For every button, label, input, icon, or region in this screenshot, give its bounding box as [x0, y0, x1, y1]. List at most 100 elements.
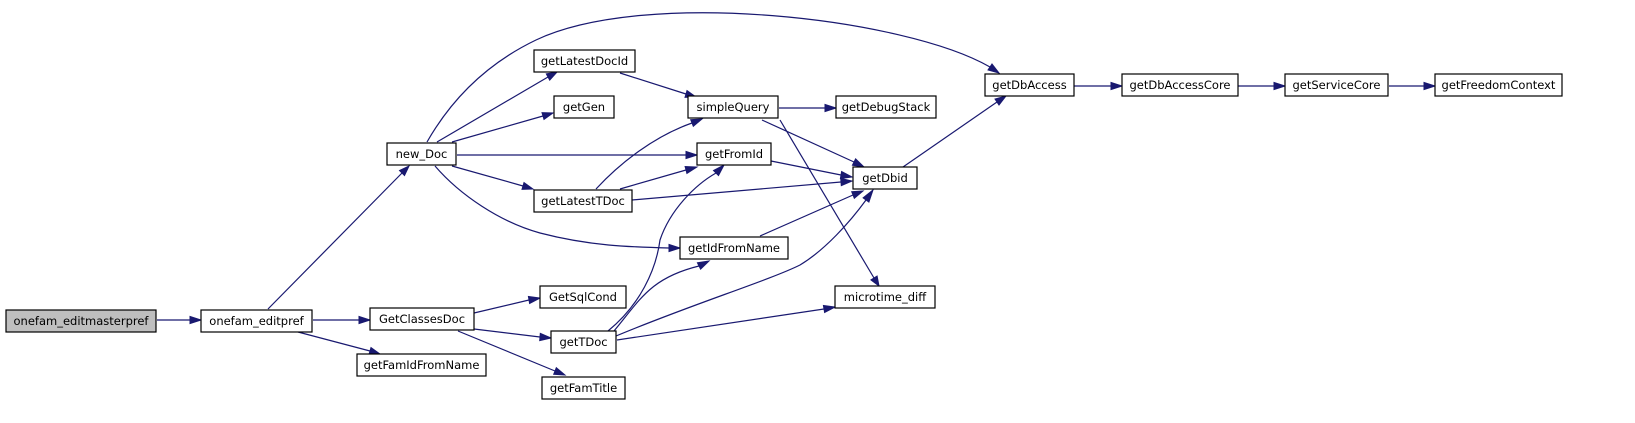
- node-label: getLatestDocId: [541, 54, 628, 68]
- edge-arrowhead: [1110, 81, 1124, 91]
- node-label: getDbid: [862, 171, 908, 185]
- node-box: [834, 285, 936, 309]
- node-box: [696, 142, 772, 166]
- node-box: [550, 330, 617, 354]
- edge-getLatestTDoc-to-simpleQuery: [595, 118, 704, 190]
- node-new_Doc[interactable]: new_Doc: [386, 142, 457, 166]
- edge-new_Doc-to-getGen: [451, 112, 555, 143]
- edge-arrowhead: [987, 63, 1001, 74]
- edge-getTDoc-to-getDbid: [615, 188, 875, 337]
- edge-arrowhead: [541, 112, 555, 121]
- edge-GetClassesDoc-to-getTDoc: [473, 328, 553, 342]
- node-box: [1284, 73, 1389, 97]
- node-label: new_Doc: [396, 147, 448, 161]
- node-box: [539, 285, 627, 309]
- edge-arrowhead: [685, 150, 699, 160]
- edge-getDbAccess-to-getDbAccessCore: [1074, 81, 1124, 91]
- edge-line: [631, 181, 842, 201]
- edge-arrowhead: [712, 163, 726, 177]
- edge-arrowhead: [189, 315, 203, 325]
- node-label: getGen: [563, 100, 605, 114]
- edge-line: [436, 76, 549, 143]
- edge-line: [451, 115, 544, 143]
- edge-line: [616, 308, 825, 341]
- edge-new_Doc-to-getFromId: [457, 150, 699, 160]
- node-getServiceCore[interactable]: getServiceCore: [1284, 73, 1389, 97]
- edge-arrowhead: [545, 71, 559, 81]
- node-label: getDbAccessCore: [1129, 78, 1230, 92]
- edge-arrowhead: [684, 165, 699, 175]
- node-GetClassesDoc[interactable]: GetClassesDoc: [369, 307, 475, 331]
- edge-getTDoc-to-getIdFromName: [613, 260, 711, 332]
- node-getFamIdFromName[interactable]: getFamIdFromName: [356, 353, 487, 377]
- edge-arrowhead: [358, 315, 372, 325]
- edge-line: [297, 331, 371, 352]
- node-label: microtime_diff: [844, 290, 927, 304]
- edge-line: [607, 172, 717, 332]
- edge-new_Doc-to-getLatestTDoc: [451, 165, 535, 190]
- node-microtime_diff[interactable]: microtime_diff: [834, 285, 936, 309]
- node-getGen[interactable]: getGen: [553, 95, 615, 119]
- edge-line: [473, 328, 541, 338]
- edge-GetClassesDoc-to-getFamTitle: [457, 330, 567, 376]
- node-label: getFromId: [705, 147, 763, 161]
- edge-line: [451, 165, 524, 187]
- node-getLatestDocId[interactable]: getLatestDocId: [533, 49, 636, 73]
- edge-arrowhead: [696, 260, 711, 271]
- edge-new_Doc-to-getLatestDocId: [436, 71, 559, 143]
- edge-onefam_editpref-to-getFamIdFromName: [297, 331, 382, 355]
- edge-arrowhead: [1273, 81, 1287, 91]
- node-onefam_editmasterpref: onefam_editmasterpref: [5, 309, 157, 333]
- edge-line: [595, 122, 693, 190]
- edge-getServiceCore-to-getFreedomContext: [1389, 81, 1437, 91]
- node-getFreedomContext[interactable]: getFreedomContext: [1434, 73, 1563, 97]
- edge-new_Doc-to-getIdFromName: [434, 165, 682, 253]
- node-box: [200, 309, 313, 333]
- edge-line: [434, 165, 670, 249]
- node-box: [1434, 73, 1563, 97]
- edge-line: [615, 199, 867, 337]
- node-label: getFreedomContext: [1442, 78, 1556, 92]
- node-label: onefam_editpref: [209, 314, 304, 328]
- node-label: getFamIdFromName: [364, 358, 480, 372]
- node-getDbAccess[interactable]: getDbAccess: [984, 73, 1075, 97]
- edge-arrowhead: [994, 95, 1008, 106]
- node-getDbid[interactable]: getDbid: [852, 166, 918, 190]
- edge-arrowhead: [839, 170, 854, 180]
- edges-layer: [157, 12, 1437, 376]
- node-getDbAccessCore[interactable]: getDbAccessCore: [1121, 73, 1239, 97]
- edge-getDbid-to-getDbAccess: [902, 95, 1008, 168]
- edge-line: [426, 12, 991, 143]
- node-label: getLatestTDoc: [541, 194, 625, 208]
- node-label: getServiceCore: [1292, 78, 1380, 92]
- node-onefam_editpref[interactable]: onefam_editpref: [200, 309, 313, 333]
- node-label: GetClassesDoc: [379, 312, 465, 326]
- node-getIdFromName[interactable]: getIdFromName: [679, 236, 789, 260]
- edge-line: [619, 72, 687, 95]
- edge-GetClassesDoc-to-GetSqlCond: [473, 295, 542, 314]
- edge-arrowhead: [398, 164, 411, 177]
- edge-arrowhead: [840, 177, 854, 187]
- node-simpleQuery[interactable]: simpleQuery: [687, 95, 779, 119]
- node-getTDoc[interactable]: getTDoc: [550, 330, 617, 354]
- edge-line: [267, 172, 403, 310]
- node-box: [553, 95, 615, 119]
- node-GetSqlCond[interactable]: GetSqlCond: [539, 285, 627, 309]
- edge-arrowhead: [552, 366, 567, 376]
- node-getLatestTDoc[interactable]: getLatestTDoc: [533, 189, 633, 213]
- edge-line: [770, 160, 842, 176]
- edge-arrowhead: [851, 157, 866, 168]
- node-label: onefam_editmasterpref: [14, 314, 150, 328]
- edge-onefam_editpref-to-GetClassesDoc: [313, 315, 372, 325]
- node-getFromId[interactable]: getFromId: [696, 142, 772, 166]
- node-getFamTitle[interactable]: getFamTitle: [541, 376, 626, 400]
- edge-arrowhead: [862, 188, 875, 203]
- edge-line: [902, 101, 998, 168]
- edge-line: [613, 265, 700, 332]
- edge-getTDoc-to-getFromId: [607, 163, 726, 332]
- edge-arrowhead: [539, 332, 553, 342]
- node-getDebugStack[interactable]: getDebugStack: [835, 95, 937, 119]
- node-label: getDebugStack: [842, 100, 931, 114]
- nodes-layer: onefam_editmasterpref onefam_editpref new_…: [5, 49, 1563, 400]
